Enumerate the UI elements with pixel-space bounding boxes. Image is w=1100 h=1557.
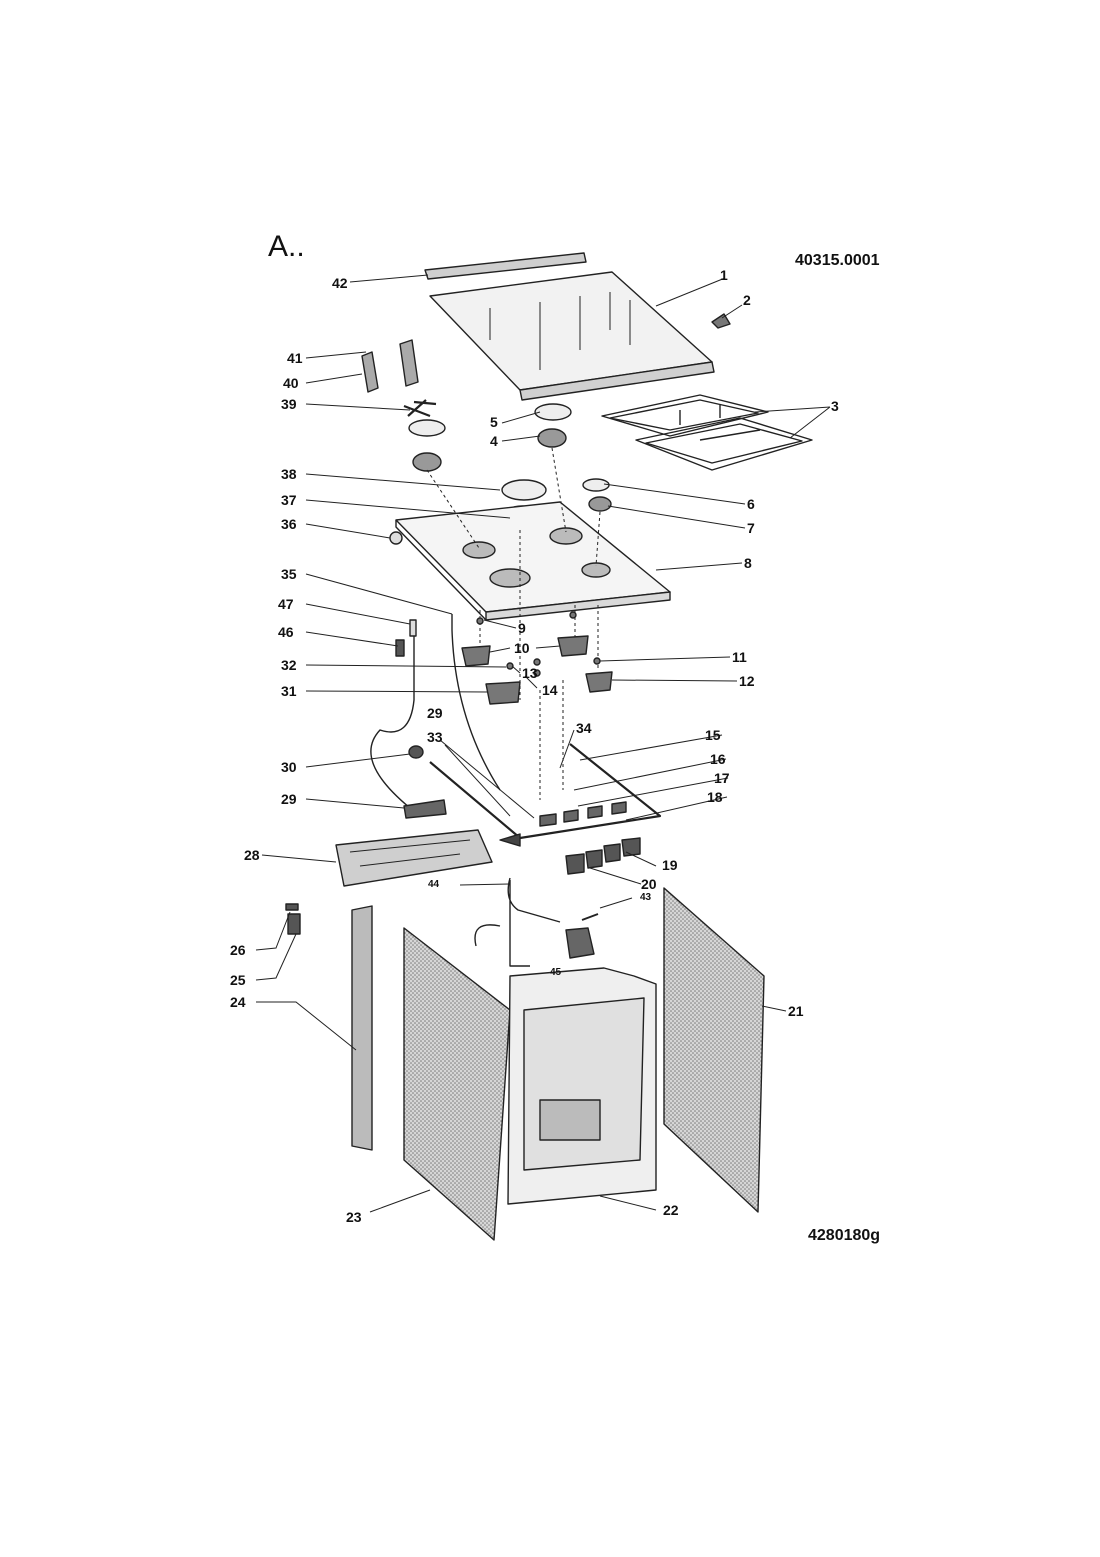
small-plug-part xyxy=(389,531,403,545)
burner-cap-part xyxy=(534,403,572,421)
callout-34: 34 xyxy=(576,720,592,736)
callout-25: 25 xyxy=(230,972,246,988)
control-panel-part xyxy=(335,829,493,887)
callout-17: 17 xyxy=(714,770,730,786)
mounting-brackets-part xyxy=(361,339,419,393)
callout-32: 32 xyxy=(281,657,297,673)
callout-18: 18 xyxy=(707,789,723,805)
callout-42: 42 xyxy=(332,275,348,291)
callout-39: 39 xyxy=(281,396,297,412)
callout-20: 20 xyxy=(641,876,657,892)
hob-top-part xyxy=(395,501,671,613)
callout-9: 9 xyxy=(518,620,526,636)
injectors-part xyxy=(565,837,641,875)
callout-31: 31 xyxy=(281,683,297,699)
callout-19: 19 xyxy=(662,857,678,873)
callout-5: 5 xyxy=(490,414,498,430)
gas-rail-part xyxy=(429,743,662,840)
callout-12: 12 xyxy=(739,673,755,689)
callout-13: 13 xyxy=(522,665,538,681)
small-knob-part xyxy=(711,313,731,329)
callout-22: 22 xyxy=(663,1202,679,1218)
oven-valve-part xyxy=(565,927,595,959)
callout-37: 37 xyxy=(281,492,297,508)
callout-44: 44 xyxy=(428,879,440,890)
callout-6: 6 xyxy=(747,496,755,512)
callout-21: 21 xyxy=(788,1003,804,1019)
callout-45: 45 xyxy=(550,967,562,978)
callout-1: 1 xyxy=(720,267,728,283)
callout-16: 16 xyxy=(710,751,726,767)
diagram-code: 40315.0001 xyxy=(795,252,880,269)
callout-35: 35 xyxy=(281,566,297,582)
callout-33: 33 xyxy=(427,729,443,745)
side-rail-part xyxy=(351,905,373,1151)
callout-26: 26 xyxy=(230,942,246,958)
callout-23: 23 xyxy=(346,1209,362,1225)
callout-3: 3 xyxy=(831,398,839,414)
clip-part xyxy=(395,639,405,657)
gas-valves-part xyxy=(461,611,613,705)
terminal-block-part xyxy=(403,799,447,819)
diagram-letter: A.. xyxy=(268,230,305,263)
callout-14: 14 xyxy=(542,682,558,698)
right-side-panel-part xyxy=(663,887,765,1213)
callout-41: 41 xyxy=(287,350,303,366)
callout-47: 47 xyxy=(278,596,294,612)
callout-7: 7 xyxy=(747,520,755,536)
connector-part xyxy=(408,745,424,759)
callout-11: 11 xyxy=(732,649,747,665)
callout-4: 4 xyxy=(490,433,498,449)
callout-15: 15 xyxy=(705,727,721,743)
pan-grates-part xyxy=(601,394,813,471)
adjustable-foot-part xyxy=(285,903,301,935)
oven-tube-part xyxy=(474,877,561,967)
callout-36: 36 xyxy=(281,516,297,532)
drawing-code: 4280180g xyxy=(808,1227,881,1244)
callout-24: 24 xyxy=(230,994,246,1010)
callout-28: 28 xyxy=(244,847,260,863)
callout-38: 38 xyxy=(281,466,297,482)
callout-29-upper: 29 xyxy=(427,705,443,721)
callout-40: 40 xyxy=(283,375,299,391)
igniter-cross-part xyxy=(403,399,437,418)
left-side-panel-part xyxy=(403,927,511,1241)
callout-43: 43 xyxy=(640,892,652,903)
callout-8: 8 xyxy=(744,555,752,571)
callout-46: 46 xyxy=(278,624,294,640)
callout-2: 2 xyxy=(743,292,751,308)
callout-29-lower: 29 xyxy=(281,791,297,807)
callout-30: 30 xyxy=(281,759,297,775)
callout-10: 10 xyxy=(514,640,530,656)
rear-strip-part xyxy=(424,252,587,280)
thermocouple-line-part xyxy=(451,614,501,791)
